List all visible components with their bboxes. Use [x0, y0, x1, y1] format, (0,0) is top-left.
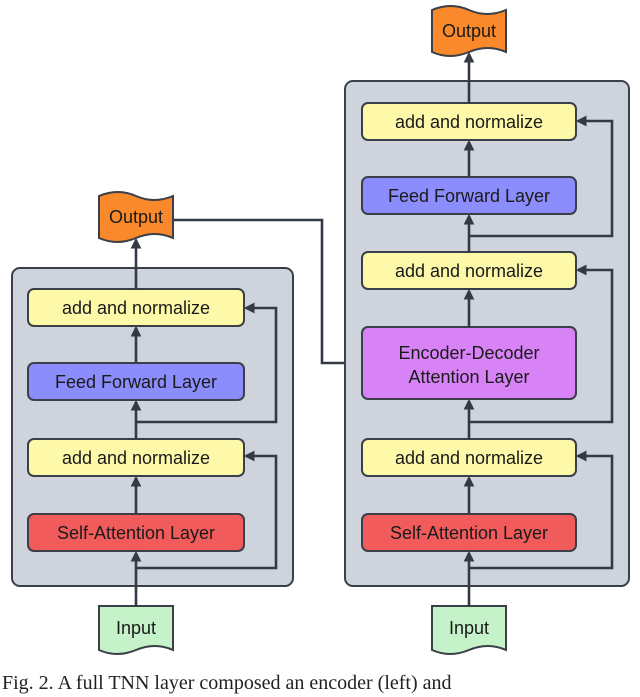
encoder-self-attention-layer: Self-Attention Layer — [27, 513, 245, 552]
encoder-self-attention-label: Self-Attention Layer — [57, 523, 215, 543]
encoder-residual-top — [136, 302, 278, 424]
decoder-encoder-decoder-attention-label-line2: Attention Layer — [408, 367, 529, 387]
decoder-residual-top — [469, 115, 614, 238]
decoder-add-normalize-bottom-label: add and normalize — [395, 448, 543, 468]
decoder-encoder-decoder-attention-label-line1: Encoder-Decoder — [398, 343, 539, 363]
decoder-encoder-decoder-attention-box — [361, 326, 577, 400]
decoder-output-shape — [431, 5, 507, 57]
decoder-residual-bottom — [469, 450, 614, 570]
decoder-add-normalize-top-label: add and normalize — [395, 112, 543, 132]
encoder-add-normalize-bottom: add and normalize — [27, 438, 245, 477]
decoder-input-shape — [431, 605, 507, 655]
decoder-output-label: Output — [442, 21, 496, 41]
encoder-output-label: Output — [109, 207, 163, 227]
encoder-panel — [11, 267, 294, 587]
encoder-add-normalize-top-label: add and normalize — [62, 298, 210, 318]
encoder-feed-forward-label: Feed Forward Layer — [55, 372, 217, 392]
decoder-input-label: Input — [449, 618, 489, 638]
encoder-residual-bottom — [136, 450, 278, 570]
encoder-output-node: Output — [98, 191, 174, 243]
decoder-residual-middle — [469, 264, 614, 424]
encoder-feed-forward-layer: Feed Forward Layer — [27, 362, 245, 401]
decoder-input-node: Input — [431, 605, 507, 655]
encoder-output-shape — [98, 191, 174, 243]
decoder-feed-forward-layer: Feed Forward Layer — [361, 176, 577, 215]
encoder-input-shape — [98, 605, 174, 655]
encoder-input-label: Input — [116, 618, 156, 638]
encoder-add-normalize-top: add and normalize — [27, 288, 245, 327]
encoder-to-decoder-connection — [173, 218, 361, 369]
decoder-self-attention-label: Self-Attention Layer — [390, 523, 548, 543]
decoder-add-normalize-middle-label: add and normalize — [395, 261, 543, 281]
decoder-encoder-decoder-attention-layer: Encoder-Decoder Attention Layer — [361, 326, 577, 400]
encoder-input-node: Input — [98, 605, 174, 655]
decoder-add-normalize-middle: add and normalize — [361, 251, 577, 290]
decoder-add-normalize-top: add and normalize — [361, 102, 577, 141]
encoder-add-normalize-bottom-label: add and normalize — [62, 448, 210, 468]
decoder-feed-forward-label: Feed Forward Layer — [388, 186, 550, 206]
decoder-add-normalize-bottom: add and normalize — [361, 438, 577, 477]
figure-caption: Fig. 2. A full TNN layer composed an enc… — [2, 672, 452, 694]
decoder-self-attention-layer: Self-Attention Layer — [361, 513, 577, 552]
decoder-output-node: Output — [431, 5, 507, 57]
